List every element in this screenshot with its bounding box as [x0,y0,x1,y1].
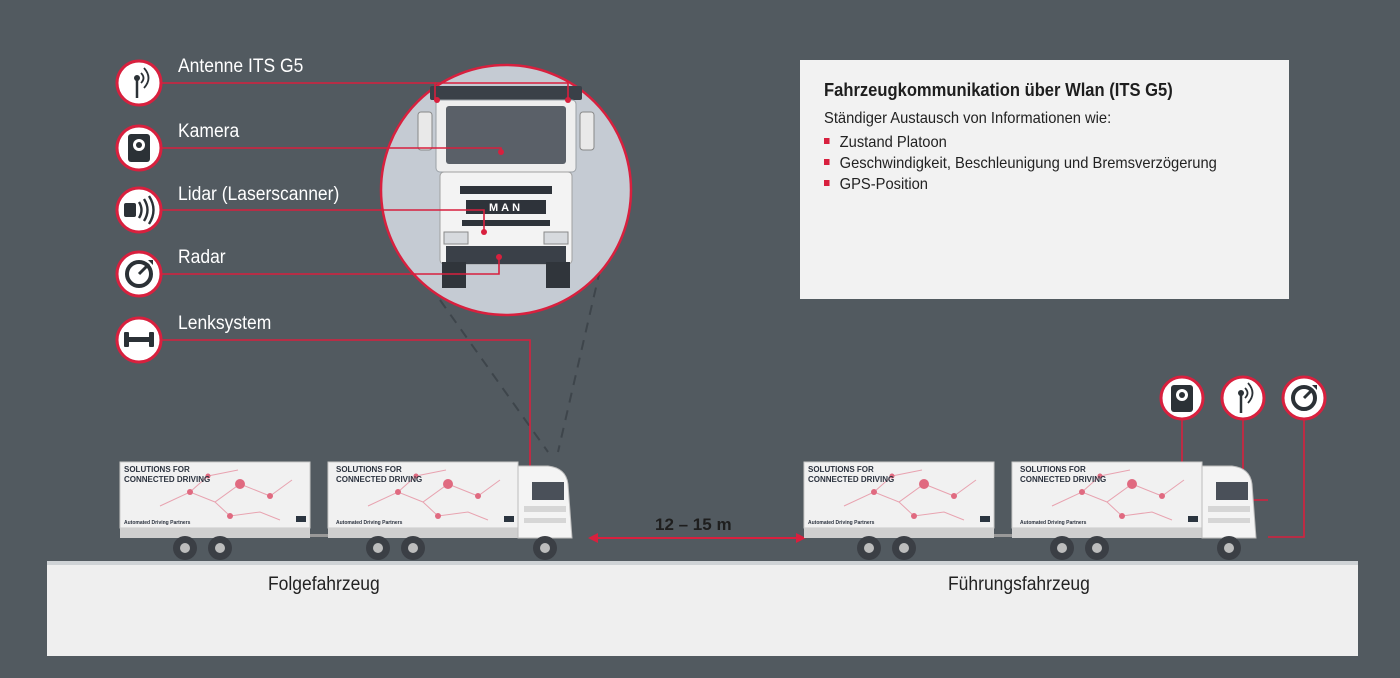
info-list: Zustand Platoon Geschwindigkeit, Beschle… [824,132,1251,195]
label-steering: Lenksystem [178,313,272,334]
distance-arrow [588,533,806,543]
trailer-text-4a: SOLUTIONS FOR [1020,465,1086,474]
radar-icon [115,250,163,298]
magnified-truck-front: MAN [379,63,633,317]
info-item-gps: GPS-Position [824,174,1217,195]
trailer-text-2b: CONNECTED DRIVING [336,475,422,484]
leader-radar-icon [1281,375,1327,421]
camera-icon [115,124,163,172]
trailer-text-3b: CONNECTED DRIVING [808,475,894,484]
distance-label: 12 – 15 m [655,515,732,534]
info-item-status: Zustand Platoon [824,132,1217,153]
magnifier-lines [439,269,601,453]
trailer-text-1a: SOLUTIONS FOR [124,465,190,474]
trailer-text-2a: SOLUTIONS FOR [336,465,402,474]
ground [47,563,1358,656]
info-item-speed: Geschwindigkeit, Beschleunigung und Brem… [824,153,1217,174]
info-panel: Fahrzeugkommunikation über Wlan (ITS G5)… [800,60,1289,299]
steering-icon [115,316,163,364]
leader-camera-icon [1159,375,1205,421]
trailer-footer-1: Automated Driving Partners [124,520,191,526]
info-title: Fahrzeugkommunikation über Wlan (ITS G5) [824,80,1173,100]
label-follower: Folgefahrzeug [268,574,380,595]
man-logo: MAN [489,202,523,214]
leader-antenna-icon [1220,375,1266,421]
trailer-footer-4: Automated Driving Partners [1020,520,1087,526]
trailer-text-4b: CONNECTED DRIVING [1020,475,1106,484]
lidar-icon [115,186,163,234]
label-antenna: Antenne ITS G5 [178,56,304,77]
trailer-footer-3: Automated Driving Partners [808,520,875,526]
label-leader: Führungsfahrzeug [948,574,1090,595]
trailer-text-1b: CONNECTED DRIVING [124,475,210,484]
info-intro: Ständiger Austausch von Informationen wi… [824,110,1112,127]
label-lidar: Lidar (Laserscanner) [178,184,340,205]
label-radar: Radar [178,247,226,268]
label-camera: Kamera [178,121,240,142]
trailer-text-3a: SOLUTIONS FOR [808,465,874,474]
antenna-icon [115,59,163,107]
trailer-footer-2: Automated Driving Partners [336,520,403,526]
